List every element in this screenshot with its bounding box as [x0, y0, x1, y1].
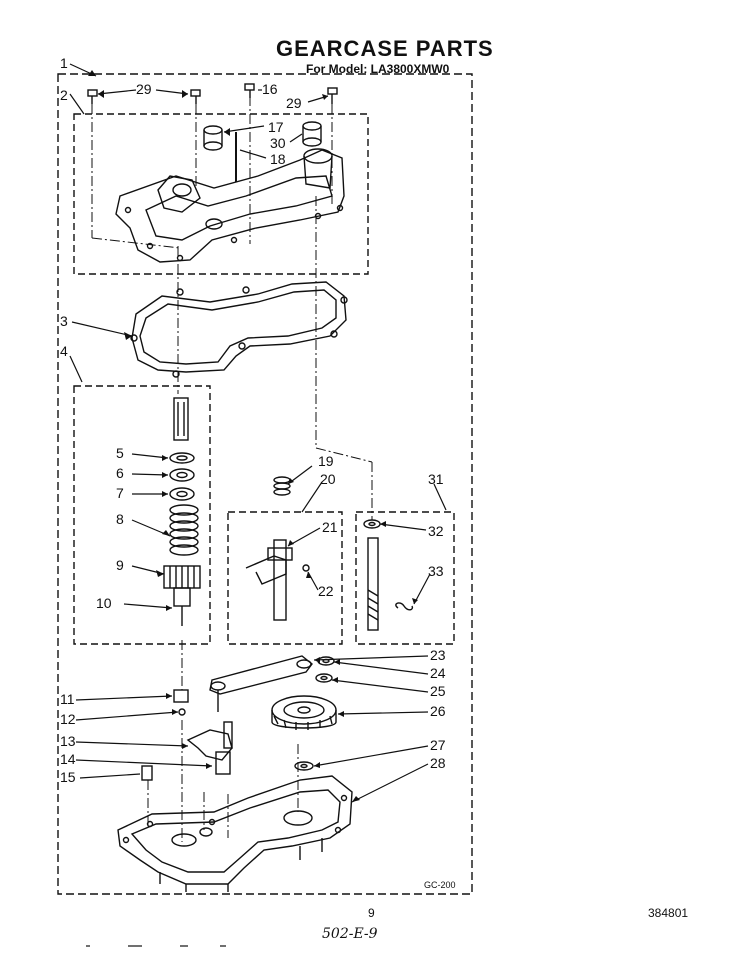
- screw-icon: [244, 83, 255, 98]
- screw-icon: [87, 89, 98, 104]
- callout-17: 17: [268, 119, 284, 135]
- callout-3: 3: [60, 313, 68, 329]
- screw-icon: [190, 89, 201, 104]
- callout-12: 12: [60, 711, 76, 727]
- callout-25: 25: [430, 683, 446, 699]
- washer-icon: [317, 656, 335, 666]
- pinion-group-box: [73, 385, 211, 645]
- cover-group-box: [73, 113, 369, 275]
- callout-26: 26: [430, 703, 446, 719]
- callout-30: 30: [270, 135, 286, 151]
- washer-icon: [294, 761, 314, 771]
- pinion-gear-icon: [163, 565, 201, 626]
- callout-9: 9: [116, 557, 124, 573]
- callout-18: 18: [270, 151, 286, 167]
- shift-fork-group-box: [227, 511, 343, 645]
- drive-gear-icon: [271, 695, 337, 730]
- washer-icon: [169, 468, 195, 482]
- callout-5: 5: [116, 445, 124, 461]
- bushing-icon: [203, 125, 223, 151]
- document-code: 384801: [648, 906, 689, 920]
- callout-24: 24: [430, 665, 446, 681]
- callout-11: 11: [60, 691, 75, 707]
- washer-icon: [169, 452, 195, 464]
- page-number: 9: [368, 906, 375, 920]
- link-arm-icon: [209, 655, 313, 712]
- callout-19: 19: [318, 453, 334, 469]
- pinion-shaft-icon: [173, 397, 189, 441]
- callout-31: 31: [428, 471, 444, 487]
- callout-27: 27: [430, 737, 446, 753]
- callout-leaders: [69, 63, 447, 803]
- washer-icon: [315, 673, 333, 683]
- ball-icon: [178, 708, 186, 716]
- callout-2: 2: [60, 87, 68, 103]
- callout-15: 15: [60, 769, 76, 785]
- callout-21: 21: [322, 519, 338, 535]
- callout-29-left: 29: [136, 81, 152, 97]
- page-title: GEARCASE PARTS: [276, 36, 494, 61]
- drive-shaft-icon: [367, 537, 379, 631]
- shift-fork-icon: [245, 539, 293, 621]
- callout-33: 33: [428, 563, 444, 579]
- callout-7: 7: [116, 485, 124, 501]
- gasket-icon: [130, 281, 348, 378]
- bearing-icon: [173, 689, 189, 703]
- washer-icon: [363, 519, 381, 529]
- model-subtitle: For Model: LA3800XMW0: [306, 62, 450, 76]
- pin-icon: [141, 765, 153, 781]
- actuator-icon: [186, 721, 233, 775]
- callout-16: 16: [262, 81, 278, 97]
- gearcase-base-icon: [117, 775, 353, 892]
- clip-icon: [302, 564, 310, 572]
- callout-13: 13: [60, 733, 76, 749]
- bushing-icon: [302, 121, 322, 147]
- spring-icon: [273, 476, 291, 496]
- gearcase-cover-icon: [115, 148, 345, 263]
- callout-10: 10: [96, 595, 112, 611]
- callout-29-right: 29: [286, 95, 302, 111]
- screw-icon: [327, 87, 338, 104]
- callout-6: 6: [116, 465, 124, 481]
- callout-28: 28: [430, 755, 446, 771]
- callout-20: 20: [320, 471, 336, 487]
- clip-icon: [395, 602, 414, 611]
- callout-32: 32: [428, 523, 444, 539]
- assembly-border: [57, 73, 473, 895]
- callout-14: 14: [60, 751, 76, 767]
- callout-23: 23: [430, 647, 446, 663]
- washer-icon: [169, 487, 195, 501]
- spring-icon: [169, 504, 199, 556]
- callout-1: 1: [60, 55, 68, 71]
- handwritten-note: 502-E-9: [322, 926, 378, 942]
- callout-22: 22: [318, 583, 334, 599]
- callout-4: 4: [60, 343, 68, 359]
- callout-8: 8: [116, 511, 124, 527]
- drive-shaft-group-box: [355, 511, 455, 645]
- diagram-code: GC-200: [424, 880, 456, 890]
